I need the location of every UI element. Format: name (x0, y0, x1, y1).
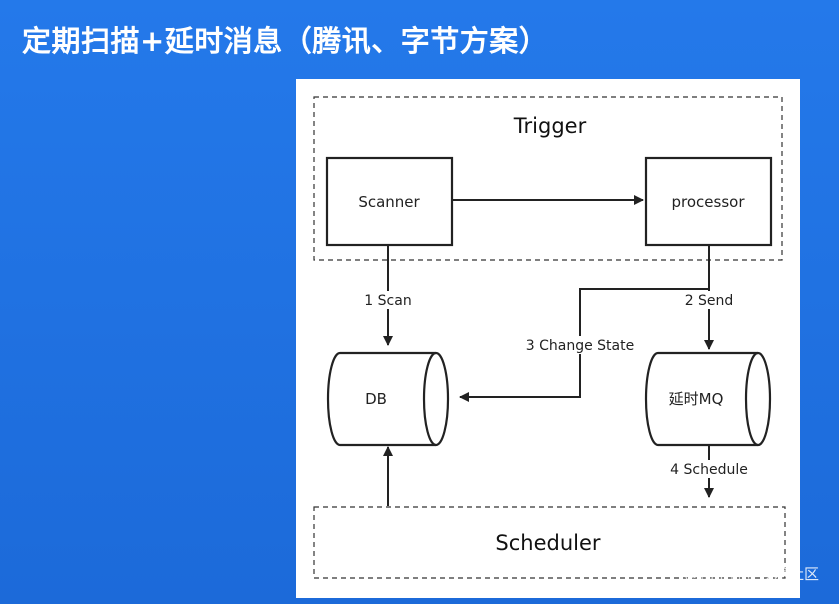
send-label-bg (678, 291, 740, 309)
schedule-label-bg (664, 460, 754, 478)
scanner-node (325, 156, 454, 247)
db-node-label: DB (365, 390, 387, 408)
trigger-group-label: Trigger (513, 114, 587, 138)
change-state-label-bg (518, 336, 642, 354)
scan-label: 1 Scan (364, 293, 411, 309)
scheduler-group (313, 506, 786, 579)
schedule-label: 4 Schedule (670, 462, 748, 478)
processor-node-label: processor (672, 193, 746, 211)
scheduler-group-label: Scheduler (495, 531, 600, 555)
architecture-diagram: Trigger Scanner processor 1 Scan 2 Send … (313, 96, 786, 579)
watermark: @稀土掘金技术社区 (683, 565, 819, 583)
processor-node (644, 156, 773, 247)
db-node (326, 351, 450, 447)
mq-node-label: 延时MQ (669, 390, 724, 408)
scan-label-bg (358, 291, 418, 309)
scanner-node-label: Scanner (358, 193, 420, 211)
send-label: 2 Send (685, 293, 734, 309)
mq-node (644, 351, 772, 447)
slide-title: 定期扫描+延时消息（腾讯、字节方案） (22, 24, 549, 58)
diagram-panel: Trigger Scanner processor 1 Scan 2 Send … (296, 79, 800, 598)
trigger-group (313, 96, 783, 261)
change-state-label: 3 Change State (526, 338, 634, 354)
